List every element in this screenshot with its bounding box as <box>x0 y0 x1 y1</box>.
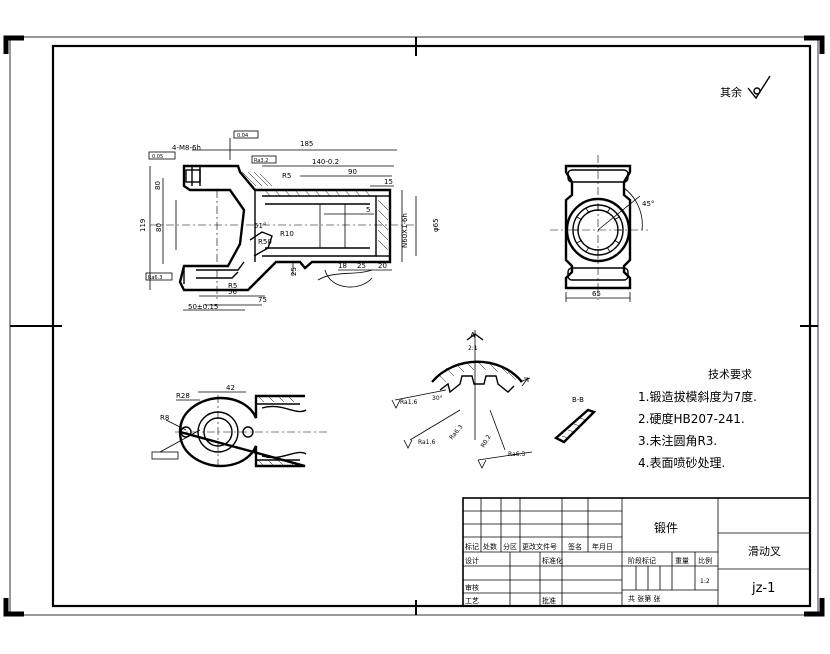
dim-r5b: R5 <box>228 282 237 290</box>
dim-spline: N60X1-6h <box>401 213 409 248</box>
inner-frame <box>51 44 812 608</box>
dim-90: 90 <box>348 168 357 176</box>
surface-note-label: 其余 <box>720 85 742 99</box>
title-sheets: 共 张第 张 <box>628 594 660 603</box>
dim-angle: 51° <box>254 222 266 230</box>
top-r8: R8 <box>160 414 169 422</box>
dim-56: 56 <box>228 288 237 296</box>
dim-75: 75 <box>258 296 267 304</box>
ra-main-1: Ra6.3 <box>148 275 162 281</box>
dim-r10: R10 <box>280 230 294 238</box>
outer-border <box>9 36 819 616</box>
section-a-arrow-icon <box>521 377 529 387</box>
title-label-change-doc: 更改文件号 <box>522 542 557 551</box>
tech-req-item-2: 2.硬度HB207-241. <box>638 411 745 426</box>
tech-req-item-4: 4.表面喷砂处理. <box>638 456 725 470</box>
dim-r5: R5 <box>282 172 291 180</box>
dim-50: 50±0.15 <box>188 303 218 311</box>
tol-frame-1: 0.04 <box>237 133 248 139</box>
dim-r50: R50 <box>258 238 272 246</box>
tech-req-item-1: 1.锻造拔模斜度为7度. <box>638 389 757 404</box>
title-label-date: 年月日 <box>592 542 613 551</box>
title-weight: 重量 <box>675 557 689 565</box>
section-a-ang1: 30° <box>432 395 443 402</box>
dim-185: 185 <box>300 140 313 148</box>
title-label-zone: 分区 <box>503 542 517 551</box>
main-view: 185 140-0.2 90 15 5 119 80 80 N60X1-6h φ… <box>139 130 440 311</box>
title-design: 设计 <box>465 556 479 565</box>
corner-marks <box>3 35 825 617</box>
title-approve: 批准 <box>542 596 556 605</box>
title-part-type: 锻件 <box>654 521 678 535</box>
dim-25b: 25 <box>357 262 366 270</box>
title-ratio: 比例 <box>698 556 712 565</box>
title-check: 审核 <box>465 583 479 592</box>
dim-25: 25 <box>290 267 298 276</box>
side-angle: 45° <box>642 200 654 208</box>
section-a-ang2: Ra6.3 <box>448 423 465 441</box>
section-a-ra1: Ra1.6 <box>400 399 417 406</box>
top-w42: 42 <box>226 384 235 392</box>
dim-5: 5 <box>366 206 370 214</box>
section-a-scale: 2:1 <box>468 345 478 352</box>
dim-thread: 4-M8-6h <box>172 144 201 152</box>
title-stage-mark: 阶段标记 <box>628 556 656 565</box>
side-view: 45° 65 <box>550 155 654 302</box>
tech-req-title: 技术要求 <box>708 368 752 381</box>
title-scale: 1:2 <box>700 578 710 585</box>
tech-req-item-3: 3.未注圆角R3. <box>638 433 717 448</box>
ra-main-2: Ra3.2 <box>254 158 268 164</box>
dim-20: 20 <box>378 262 387 270</box>
dim-15: 15 <box>384 178 393 186</box>
side-width: 65 <box>592 290 601 298</box>
dim-phi65: φ65 <box>432 218 440 232</box>
surface-roughness-symbol <box>747 75 771 100</box>
centering-marks <box>10 37 818 615</box>
section-a-ang3: R0.2 <box>480 433 493 449</box>
title-process: 工艺 <box>465 597 479 605</box>
dim-140: 140-0.2 <box>312 158 339 166</box>
spline-hub <box>565 197 631 263</box>
top-r28: R28 <box>176 392 190 400</box>
dim-80b: 80 <box>155 223 163 232</box>
title-block: 锻件 滑动叉 jz-1 1:2 标记 处数 分区 更改文件号 签名 年月日 设计… <box>462 497 811 607</box>
section-b: B-B <box>553 396 597 444</box>
dim-119: 119 <box>139 219 147 232</box>
title-drawing-no: jz-1 <box>751 581 775 596</box>
technical-requirements: 技术要求 1.锻造拔模斜度为7度. 2.硬度HB207-241. 3.未注圆角R… <box>638 368 757 470</box>
tol-frame-2: 0.05 <box>152 154 163 160</box>
title-label-mark: 标记 <box>465 542 479 551</box>
title-part-name: 滑动叉 <box>748 545 781 558</box>
title-label-sign: 签名 <box>568 542 582 551</box>
section-b-label: B-B <box>572 396 584 404</box>
title-standardize: 标准化 <box>542 556 563 565</box>
section-a: A 2:1 Ra1.6 Ra1.6 Ra6.3 30° <box>391 330 533 469</box>
dim-80: 80 <box>154 181 162 190</box>
section-a-ra2: Ra1.6 <box>418 439 435 446</box>
section-a-ra3: Ra6.3 <box>508 451 525 458</box>
title-label-count: 处数 <box>483 542 497 551</box>
dim-18: 18 <box>338 262 347 270</box>
top-view: R28 R8 42 <box>151 384 330 470</box>
